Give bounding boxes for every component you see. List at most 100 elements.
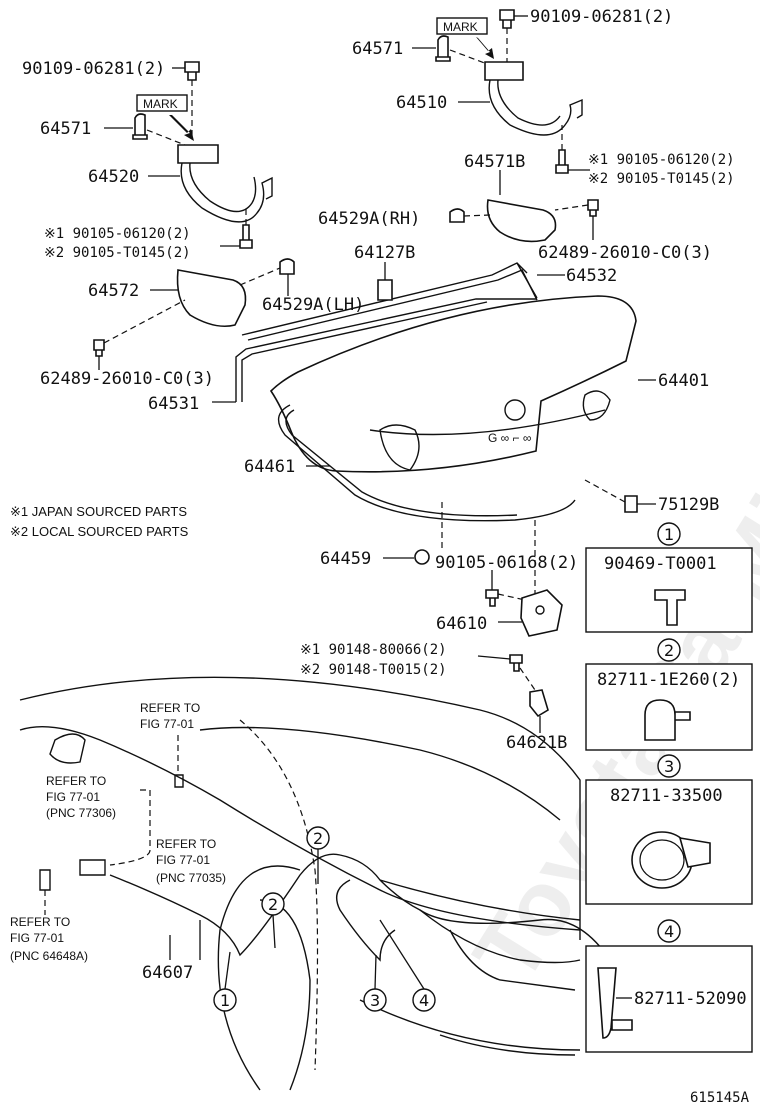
- stopper-64529a-rh: [449, 208, 465, 223]
- refer-note-64648a: REFER TO FIG 77-01 (PNC 64648A): [10, 915, 88, 963]
- inset-1-part: 90469-T0001: [604, 554, 717, 574]
- inset-3-part: 82711-33500: [610, 786, 723, 806]
- svg-text:4: 4: [664, 922, 674, 941]
- svg-text:FIG 77-01: FIG 77-01: [140, 717, 194, 731]
- svg-text:FIG 77-01: FIG 77-01: [156, 853, 210, 867]
- label-75129b: 75129B: [658, 495, 719, 515]
- svg-text:1: 1: [664, 525, 674, 544]
- inset-1: 1 90469-T0001: [585, 522, 753, 633]
- note-local: ※2 LOCAL SOURCED PARTS: [10, 524, 189, 539]
- note-japan: ※1 JAPAN SOURCED PARTS: [10, 504, 187, 519]
- torsion-bar-64531: [235, 298, 536, 402]
- release-cable-64607: [109, 853, 611, 961]
- clip-64571-left: [132, 113, 148, 140]
- label-64607: 64607: [142, 963, 193, 983]
- label-64459: 64459: [320, 549, 371, 569]
- svg-text:(PNC 77306): (PNC 77306): [46, 806, 116, 820]
- label-90105-06168: 90105-06168(2): [435, 553, 578, 573]
- clip-82711-52090-icon: [597, 967, 633, 1039]
- svg-text:1: 1: [220, 991, 230, 1010]
- inset-2-part: 82711-1E260(2): [597, 670, 740, 690]
- svg-text:2: 2: [313, 829, 323, 848]
- bolt-90148: [509, 654, 523, 672]
- callout-1: 1: [213, 988, 237, 1012]
- svg-text:REFER TO: REFER TO: [156, 837, 216, 851]
- clip-62489-left: [93, 339, 105, 357]
- clip-90469-icon: [654, 589, 686, 626]
- label-90109-right: 90109-06281(2): [530, 7, 673, 27]
- bolt-90109-right: [499, 9, 515, 29]
- hinge-64510-bracket: [484, 61, 524, 81]
- label-62489-right: 62489-26010-C0(3): [538, 243, 712, 263]
- cushion-64127b: [377, 279, 393, 301]
- label-64520: 64520: [88, 167, 139, 187]
- trunk-lid-64401: G ∞ ⌐ ∞: [269, 295, 637, 473]
- mark-box-left: [136, 94, 188, 112]
- diagram-id: 615145A: [690, 1090, 750, 1106]
- svg-text:REFER TO: REFER TO: [46, 774, 106, 788]
- svg-text:2: 2: [664, 641, 674, 660]
- callout-2b: 2: [306, 826, 330, 850]
- stopper-64529a-lh: [279, 258, 295, 275]
- svg-text:2: 2: [268, 895, 278, 914]
- inset-4: 4 82711-52090: [585, 919, 753, 1053]
- inset-3: 3 82711-33500: [585, 754, 753, 905]
- svg-text:G ∞ ⌐ ∞: G ∞ ⌐ ∞: [488, 431, 531, 445]
- label-64401: 64401: [658, 371, 709, 391]
- refer-note-77306: REFER TO FIG 77-01 (PNC 77306): [46, 774, 116, 820]
- label-64610: 64610: [436, 614, 487, 634]
- clamp-82711-1e260-icon: [644, 699, 691, 741]
- left-hinge-group: 90109-06281(2) MARK 64571 64520 ※1 90105…: [22, 59, 364, 389]
- label-90109-left: 90109-06281(2): [22, 59, 165, 79]
- label-64571-right: 64571: [352, 39, 403, 59]
- mark-text-left: MARK: [143, 97, 178, 111]
- label-64127b: 64127B: [354, 243, 415, 263]
- svg-text:4: 4: [419, 991, 429, 1010]
- callout-4: 4: [412, 988, 436, 1012]
- label-64510: 64510: [396, 93, 447, 113]
- label-64529a-rh: 64529A(RH): [318, 209, 420, 229]
- bracket-64572: [176, 269, 247, 328]
- bumper-64459: [414, 549, 430, 565]
- label-64529a-lh: 64529A(LH): [262, 295, 364, 315]
- svg-text:REFER TO: REFER TO: [140, 701, 200, 715]
- part-75129b: [624, 495, 638, 513]
- label-64572: 64572: [88, 281, 139, 301]
- lock-64610: [520, 589, 563, 637]
- mark-text-right: MARK: [443, 20, 478, 34]
- label-90105-06120-right: ※1 90105-06120(2): [588, 152, 735, 168]
- striker-64621b: [529, 689, 549, 718]
- svg-text:FIG 77-01: FIG 77-01: [10, 931, 64, 945]
- clip-62489-right: [587, 199, 599, 217]
- label-64571b: 64571B: [464, 152, 525, 172]
- bracket-64571b: [486, 199, 557, 243]
- mark-box-right: [436, 17, 488, 35]
- hinge-64520-bracket: [177, 144, 219, 164]
- mark-arrow-left: [169, 115, 194, 141]
- hinge-64520-arm: [180, 162, 273, 223]
- mark-arrow-right: [476, 37, 494, 59]
- label-64531: 64531: [148, 394, 199, 414]
- label-64461: 64461: [244, 457, 295, 477]
- label-90105-t0145-left: ※2 90105-T0145(2): [44, 245, 191, 261]
- label-64532: 64532: [566, 266, 617, 286]
- label-90148-t0015: ※2 90148-T0015(2): [300, 662, 447, 678]
- svg-text:REFER TO: REFER TO: [10, 915, 70, 929]
- refer-note-77035: REFER TO FIG 77-01 (PNC 77035): [156, 837, 226, 885]
- svg-text:FIG 77-01: FIG 77-01: [46, 790, 100, 804]
- right-hinge-group: 90109-06281(2) MARK 64571 64510 ※1 90105…: [318, 7, 735, 263]
- clip-64571-right: [435, 35, 451, 62]
- bolt-90105-right: [555, 149, 569, 174]
- hinge-64510-arm: [488, 79, 583, 136]
- bolt-90105-06168: [485, 589, 499, 607]
- label-90105-t0145-right: ※2 90105-T0145(2): [588, 171, 735, 187]
- refer-note-top: REFER TO FIG 77-01: [140, 701, 200, 731]
- inset-4-part: 82711-52090: [634, 989, 747, 1009]
- callout-2a: 2: [261, 892, 285, 916]
- svg-text:(PNC 77035): (PNC 77035): [156, 871, 226, 885]
- callout-3: 3: [363, 988, 387, 1012]
- bolt-90105-left: [239, 224, 253, 249]
- svg-text:3: 3: [664, 757, 674, 776]
